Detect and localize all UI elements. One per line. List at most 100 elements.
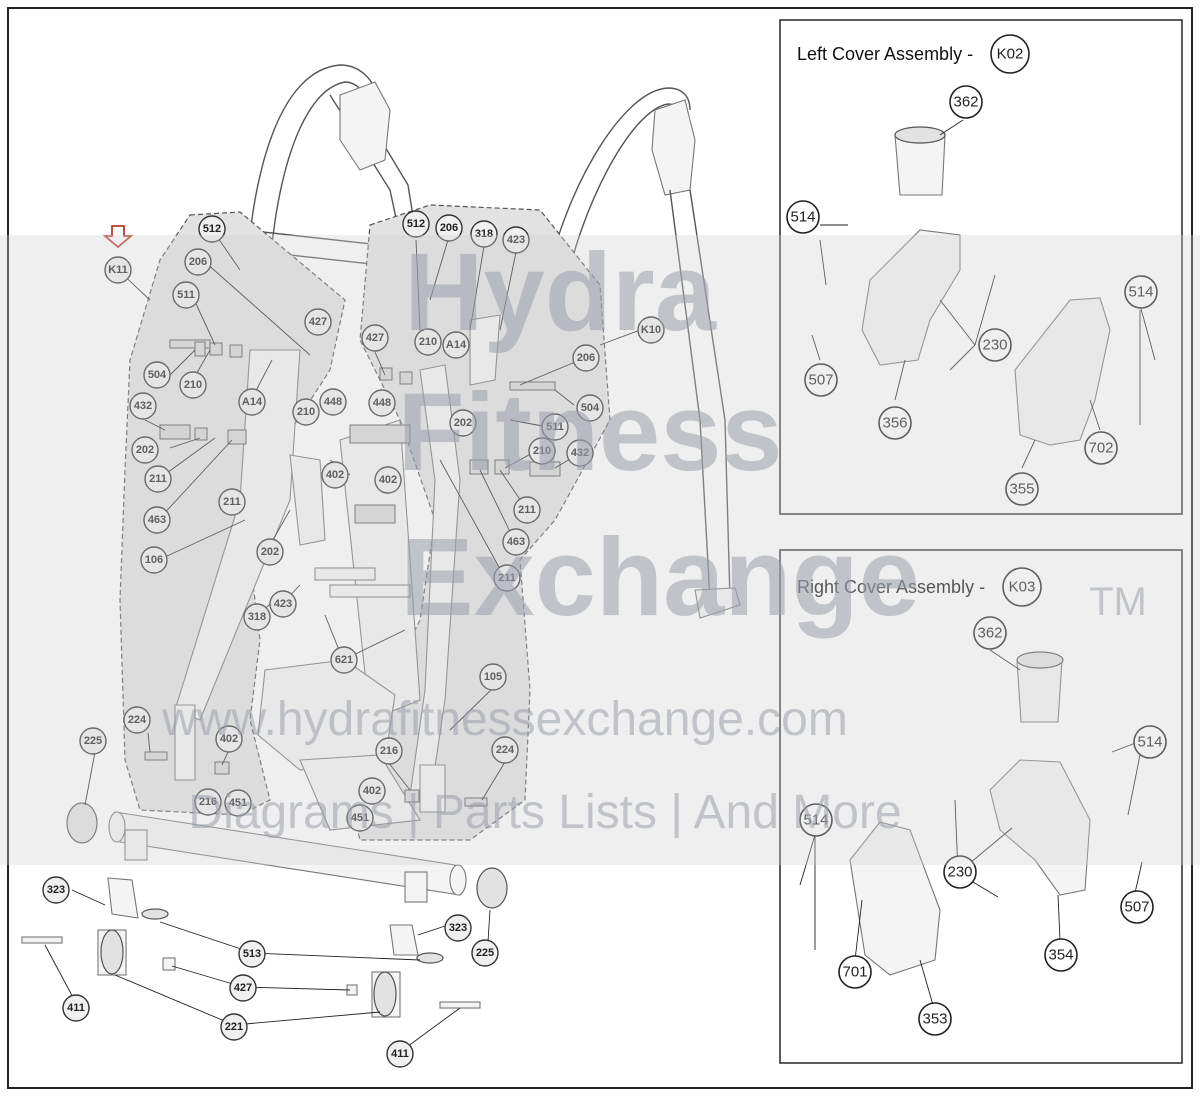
callout-label: 211: [144, 465, 172, 493]
callout-label: 206: [184, 248, 212, 276]
svg-text:362: 362: [977, 625, 1002, 642]
callout-label: 513: [238, 940, 266, 968]
callout-label: 105: [479, 663, 507, 691]
callout-label: 211: [513, 496, 541, 524]
watermark-line3: Exchange: [400, 516, 920, 639]
callout-label: 323: [42, 876, 70, 904]
svg-text:514: 514: [803, 812, 828, 829]
svg-text:K03: K03: [1009, 579, 1036, 596]
callout-label: 230: [978, 328, 1012, 362]
callout-label: 402: [358, 777, 386, 805]
svg-text:355: 355: [1009, 481, 1034, 498]
callout-label: 514: [786, 200, 820, 234]
callout-label: A14: [442, 331, 470, 359]
svg-text:402: 402: [363, 785, 381, 797]
cover-356: [861, 229, 961, 366]
callout-label: 411: [386, 1040, 414, 1068]
callout-label: 318: [243, 603, 271, 631]
callout-label: 427: [361, 324, 389, 352]
callout-label: 216: [194, 788, 222, 816]
watermark-tm: TM: [1089, 580, 1147, 624]
callout-label: 216: [375, 737, 403, 765]
callout-label: 423: [502, 226, 530, 254]
cover-353: [849, 821, 941, 976]
svg-text:402: 402: [220, 733, 238, 745]
svg-text:463: 463: [507, 536, 525, 548]
svg-text:427: 427: [366, 332, 384, 344]
callout-label: 202: [131, 436, 159, 464]
rollers-endcaps: [21, 802, 508, 1018]
svg-text:514: 514: [1137, 734, 1162, 751]
callout-label: 210: [179, 371, 207, 399]
svg-text:353: 353: [922, 1011, 947, 1028]
callout-label: 224: [123, 706, 151, 734]
callout-label: A14: [238, 388, 266, 416]
callout-label: 514: [799, 803, 833, 837]
callout-label: 423: [269, 590, 297, 618]
svg-text:206: 206: [577, 352, 595, 364]
callout-label: 225: [79, 727, 107, 755]
svg-text:451: 451: [351, 812, 369, 824]
svg-text:211: 211: [498, 572, 516, 584]
left-cover-title: Left Cover Assembly -: [797, 44, 973, 64]
svg-text:230: 230: [982, 337, 1007, 354]
svg-text:225: 225: [84, 735, 102, 747]
svg-text:507: 507: [808, 372, 833, 389]
watermark: Hydra Fitness Exchange TM www.hydrafitne…: [0, 231, 1200, 865]
svg-text:356: 356: [882, 415, 907, 432]
svg-text:423: 423: [507, 234, 525, 246]
watermark-line2: Fitness: [397, 371, 782, 494]
callout-label: 323: [444, 914, 472, 942]
svg-text:427: 427: [309, 316, 327, 328]
svg-text:323: 323: [449, 922, 467, 934]
callout-label: 621: [330, 646, 358, 674]
svg-text:511: 511: [177, 289, 195, 301]
left-cover-assembly-inset: Left Cover Assembly - K02 36251423051450…: [779, 19, 1183, 515]
callout-label: 514: [1133, 725, 1167, 759]
callout-label: 210: [528, 437, 556, 465]
callout-label: 362: [973, 616, 1007, 650]
svg-text:206: 206: [189, 256, 207, 268]
cover-355: [1014, 297, 1111, 446]
right-cover-code: K03: [1002, 567, 1042, 607]
callout-label: 512: [198, 215, 226, 243]
callout-label: 512: [402, 210, 430, 238]
callout-label: 504: [576, 394, 604, 422]
callout-label: 448: [368, 389, 396, 417]
svg-text:512: 512: [203, 223, 221, 235]
svg-text:411: 411: [67, 1002, 85, 1014]
svg-text:210: 210: [184, 379, 202, 391]
svg-text:206: 206: [440, 222, 458, 234]
callout-label: 202: [256, 538, 284, 566]
callout-label: 106: [140, 546, 168, 574]
svg-text:448: 448: [373, 397, 391, 409]
svg-text:427: 427: [234, 982, 252, 994]
svg-text:511: 511: [546, 421, 564, 433]
svg-text:451: 451: [229, 797, 247, 809]
svg-text:202: 202: [261, 546, 279, 558]
callout-label: 514: [1124, 275, 1158, 309]
svg-text:402: 402: [326, 469, 344, 481]
callout-label: K11: [104, 256, 132, 284]
svg-text:318: 318: [248, 611, 266, 623]
svg-text:K11: K11: [108, 264, 128, 276]
svg-text:211: 211: [149, 473, 167, 485]
main-exploded-view: K11K10512206511427504210A144322104482022…: [21, 64, 741, 1068]
svg-text:K02: K02: [997, 46, 1024, 63]
svg-text:A14: A14: [242, 396, 263, 408]
base-tube: [108, 811, 467, 903]
callout-label: K10: [637, 316, 665, 344]
svg-text:K10: K10: [641, 324, 661, 336]
svg-text:318: 318: [475, 228, 493, 240]
outer-border: [7, 7, 1193, 1089]
callout-label: 230: [943, 855, 977, 889]
callout-label: 463: [143, 506, 171, 534]
svg-text:701: 701: [842, 964, 867, 981]
callout-label: 402: [374, 466, 402, 494]
callout-label: 427: [304, 308, 332, 336]
callout-label: 427: [229, 974, 257, 1002]
callout-label: 224: [491, 736, 519, 764]
callout-label: 411: [62, 994, 90, 1022]
